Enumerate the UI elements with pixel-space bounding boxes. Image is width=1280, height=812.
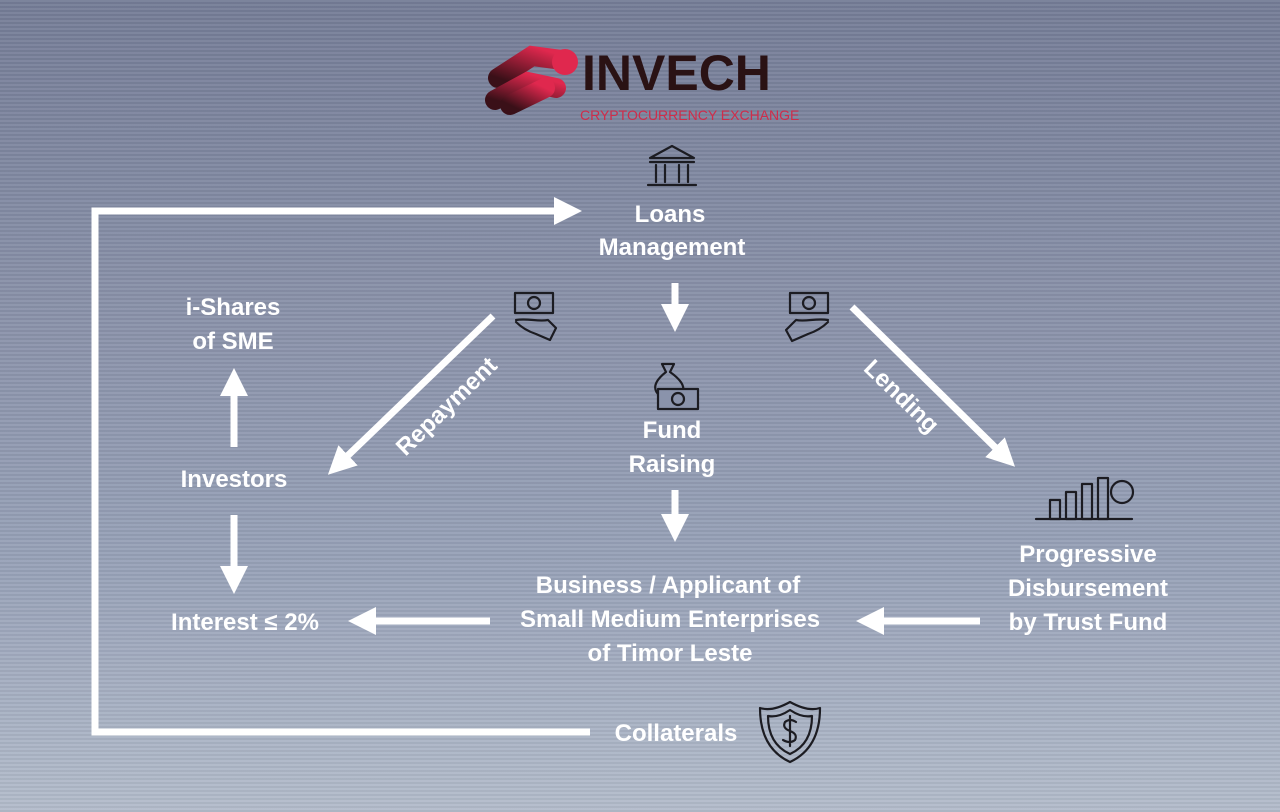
- investors-label: Investors: [181, 466, 288, 493]
- loans-label-2: Management: [599, 234, 746, 261]
- bar-chart-coin-icon: [1034, 476, 1135, 521]
- lending-label: Lending: [858, 354, 944, 438]
- fund-label-1: Fund: [643, 417, 702, 444]
- business-label-3: of Timor Leste: [588, 640, 753, 667]
- fund-label-2: Raising: [629, 451, 716, 478]
- logo-tagline: CRYPTOCURRENCY EXCHANGE: [580, 107, 799, 123]
- progressive-label-1: Progressive: [1019, 541, 1156, 568]
- logo: INVECH CRYPTOCURRENCY EXCHANGE: [485, 45, 799, 123]
- business-label-2: Small Medium Enterprises: [520, 606, 820, 633]
- progressive-label-2: Disbursement: [1008, 575, 1168, 602]
- money-hand-icon: [784, 291, 830, 343]
- progressive-label-3: by Trust Fund: [1009, 609, 1168, 636]
- interest-label: Interest ≤ 2%: [171, 609, 319, 636]
- bank-icon: [646, 144, 698, 187]
- money-hand-icon: [513, 291, 558, 342]
- money-bag-icon: [654, 362, 700, 411]
- loans-label-1: Loans: [635, 201, 706, 228]
- repayment-arrow: [327, 313, 496, 475]
- repayment-label: Repayment: [391, 352, 503, 461]
- shield-dollar-icon: [758, 700, 822, 764]
- lending-arrow: [849, 304, 1015, 467]
- collateral-loop-arrow: [91, 197, 590, 736]
- ishares-label-2: of SME: [192, 328, 273, 355]
- business-label-1: Business / Applicant of: [536, 572, 801, 599]
- logo-name: INVECH: [582, 45, 771, 101]
- collaterals-label: Collaterals: [615, 720, 738, 747]
- logo-mark-icon: [485, 45, 578, 115]
- ishares-label-1: i-Shares: [186, 294, 281, 321]
